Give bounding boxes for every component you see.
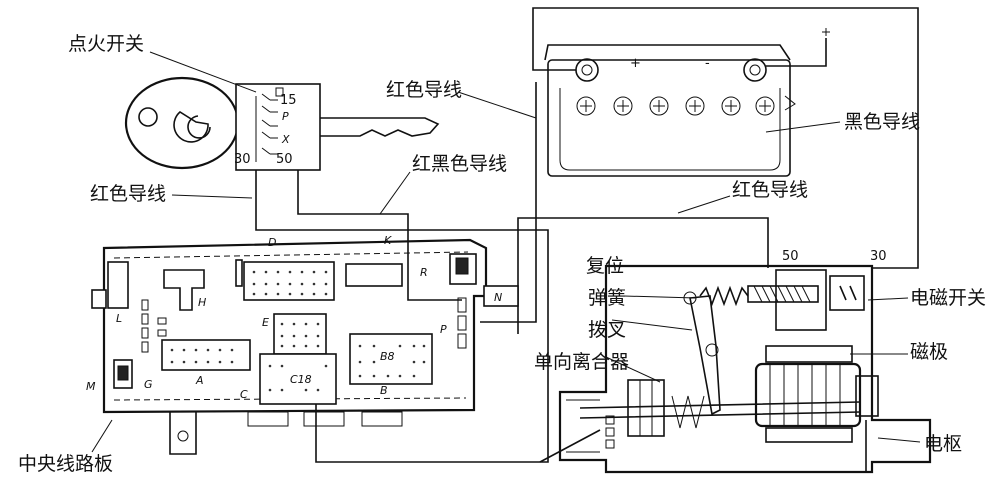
- terminal-15: 15: [280, 93, 297, 108]
- label-red-black-wire: 红黑色导线: [412, 153, 507, 175]
- battery-icon: [544, 28, 830, 177]
- board-letter-b: B: [380, 384, 388, 397]
- terminal-p: P: [282, 110, 289, 123]
- starter-motor: [558, 264, 932, 474]
- terminal-50-switch: 50: [276, 152, 293, 167]
- label-return-spring-2: 弹簧: [588, 287, 626, 309]
- label-return-spring-1: 复位: [586, 255, 624, 277]
- board-letter-h: H: [198, 296, 206, 309]
- board-letter-e: E: [262, 316, 269, 329]
- label-red-wire-starter: 红色导线: [732, 179, 808, 201]
- label-armature: 电枢: [924, 433, 962, 455]
- label-shift-fork: 拨叉: [588, 319, 626, 341]
- wires: [255, 7, 919, 472]
- label-red-wire-left: 红色导线: [90, 183, 166, 205]
- board-letter-g: G: [144, 378, 153, 391]
- battery-plus: +: [630, 56, 641, 71]
- board-letter-m: M: [86, 380, 96, 393]
- label-one-way-clutch: 单向离合器: [534, 351, 629, 373]
- board-letter-d: D: [268, 236, 276, 249]
- central-board: [91, 238, 519, 455]
- board-letter-p: P: [440, 323, 447, 336]
- terminal-30-starter: 30: [870, 249, 887, 264]
- board-letter-l: L: [116, 312, 122, 325]
- label-red-wire-top: 红色导线: [386, 79, 462, 101]
- board-letter-c18: C18: [290, 373, 312, 386]
- label-ignition-switch: 点火开关: [68, 33, 144, 55]
- board-letter-r: R: [420, 266, 428, 279]
- ignition-switch-body: [235, 83, 321, 171]
- terminal-x: X: [281, 133, 290, 146]
- board-letter-c: C: [240, 388, 248, 401]
- board-letter-a: A: [195, 374, 204, 387]
- label-magnetic-pole: 磁极: [910, 341, 948, 363]
- board-letter-n: N: [494, 291, 502, 304]
- battery-minus: -: [705, 56, 710, 71]
- label-black-wire: 黑色导线: [844, 111, 920, 133]
- label-central-board: 中央线路板: [18, 453, 113, 475]
- label-solenoid-switch: 电磁开关: [910, 287, 986, 309]
- terminal-50-starter: 50: [782, 249, 799, 264]
- terminal-30-switch: 30: [234, 152, 251, 167]
- board-letter-k: K: [384, 234, 392, 247]
- board-letter-b8: B8: [380, 350, 395, 363]
